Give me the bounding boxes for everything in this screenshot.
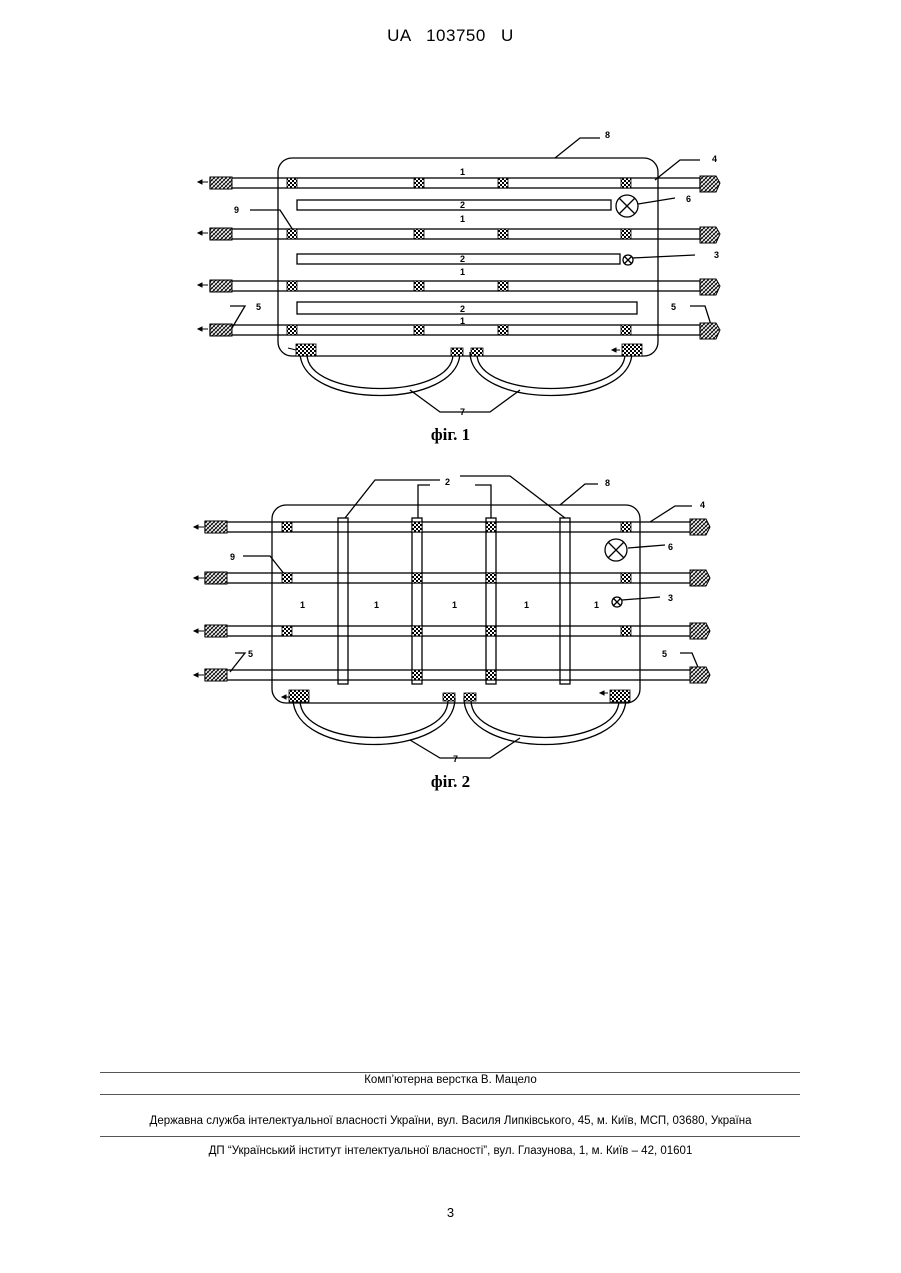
label-1: 1 xyxy=(374,600,379,610)
label-3: 3 xyxy=(668,593,673,603)
plate xyxy=(297,200,611,210)
label-9: 9 xyxy=(234,205,239,215)
label-2: 2 xyxy=(445,477,450,487)
plate xyxy=(486,518,496,684)
label-2: 2 xyxy=(460,254,465,264)
label-7: 7 xyxy=(460,407,465,417)
label-1: 1 xyxy=(460,267,465,277)
figure-2-drawing: 1 1 1 1 1 2 8 4 6 3 9 5 5 7 xyxy=(0,470,901,770)
label-7: 7 xyxy=(453,754,458,764)
figure-1-caption: фіг. 1 xyxy=(0,425,901,445)
label-1: 1 xyxy=(300,600,305,610)
footer-divider xyxy=(100,1072,800,1073)
patent-header: UA 103750 U xyxy=(0,26,901,46)
label-1: 1 xyxy=(524,600,529,610)
footer-divider xyxy=(100,1094,800,1095)
figure-1-drawing: 1 2 1 2 1 2 1 8 4 6 3 9 5 5 7 xyxy=(0,120,901,430)
footer-divider xyxy=(100,1136,800,1137)
plate xyxy=(560,518,570,684)
plate xyxy=(412,518,422,684)
label-8: 8 xyxy=(605,478,610,488)
agency-address: Державна служба інтелектуальної власност… xyxy=(0,1115,901,1127)
label-3: 3 xyxy=(714,250,719,260)
plate xyxy=(297,254,620,264)
label-1: 1 xyxy=(460,316,465,326)
tube xyxy=(210,281,700,291)
label-8: 8 xyxy=(605,130,610,140)
plate xyxy=(297,302,637,314)
label-1: 1 xyxy=(460,167,465,177)
label-5: 5 xyxy=(248,649,253,659)
label-6: 6 xyxy=(668,542,673,552)
label-5: 5 xyxy=(662,649,667,659)
institute-address: ДП “Український інститут інтелектуальної… xyxy=(0,1145,901,1157)
label-5: 5 xyxy=(256,302,261,312)
label-2: 2 xyxy=(460,304,465,314)
label-1: 1 xyxy=(452,600,457,610)
page-number: 3 xyxy=(0,1205,901,1220)
label-5: 5 xyxy=(671,302,676,312)
tube xyxy=(205,670,695,680)
patent-number: 103750 xyxy=(426,26,486,45)
label-4: 4 xyxy=(712,154,717,164)
layout-credit: Комп’ютерна верстка В. Мацело xyxy=(0,1074,901,1086)
figure-1: 1 2 1 2 1 2 1 8 4 6 3 9 5 5 7 xyxy=(0,120,901,430)
country-code: UA xyxy=(387,26,411,45)
figure-2: 1 1 1 1 1 2 8 4 6 3 9 5 5 7 xyxy=(0,470,901,770)
label-4: 4 xyxy=(700,500,705,510)
document-kind: U xyxy=(501,26,514,45)
label-9: 9 xyxy=(230,552,235,562)
label-1: 1 xyxy=(460,214,465,224)
plate xyxy=(338,518,348,684)
figure-2-caption: фіг. 2 xyxy=(0,772,901,792)
label-1: 1 xyxy=(594,600,599,610)
label-6: 6 xyxy=(686,194,691,204)
label-2: 2 xyxy=(460,200,465,210)
